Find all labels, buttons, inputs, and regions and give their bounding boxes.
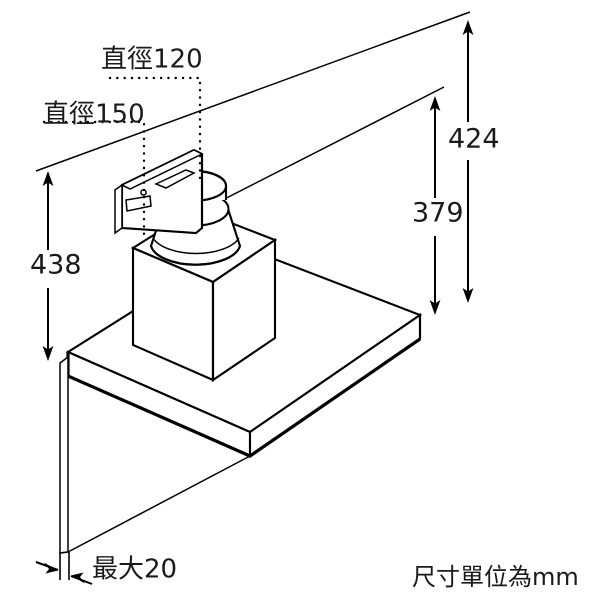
dimension-438 <box>42 171 54 361</box>
dim-424-arrow-up <box>462 20 474 35</box>
leader-diameter-120 <box>108 76 202 182</box>
dim-379-arrow-down <box>429 300 441 315</box>
wall-bracket <box>114 148 204 235</box>
lower-wall-reference-line <box>196 86 445 214</box>
adapter-lower-rim-inner <box>152 237 240 255</box>
label-diameter-120: 直徑120 <box>101 45 203 75</box>
bracket-slot-lower <box>125 195 152 212</box>
hood-assembly-geometry <box>35 11 471 554</box>
rear-plate-body <box>59 355 69 554</box>
rear-wall-plate <box>59 355 251 554</box>
dimension-379 <box>429 96 441 315</box>
dimension-max-20 <box>35 552 93 585</box>
label-height-379: 379 <box>412 198 464 229</box>
dim-438-arrow-down <box>42 346 54 361</box>
dimension-424 <box>462 20 474 303</box>
dimension-text-layer: 直徑120 直徑150 438 424 379 最大20 尺寸單位為mm <box>30 45 579 592</box>
bracket-slot-upper <box>154 169 196 189</box>
leader-line-120 <box>108 76 202 182</box>
label-diameter-150: 直徑150 <box>43 100 145 130</box>
dim-438-arrow-up <box>42 171 54 186</box>
dim-379-arrow-up <box>429 96 441 111</box>
dim-424-arrow-down <box>462 288 474 303</box>
dimension-annotations <box>35 20 474 585</box>
label-height-438: 438 <box>30 250 82 281</box>
bracket-left-edge <box>114 183 123 235</box>
label-max-20: 最大20 <box>92 555 177 585</box>
dim20-arrow-left <box>44 562 58 574</box>
rear-plate-bottom-diagonal <box>67 455 251 553</box>
dim20-arrow-right <box>71 572 85 584</box>
adapter-lower-rim <box>149 245 242 266</box>
label-units-note: 尺寸單位為mm <box>412 563 579 591</box>
rear-plate-bottom-edge <box>59 551 69 554</box>
upper-wall-reference-line <box>35 11 471 172</box>
label-height-424: 424 <box>448 124 500 155</box>
